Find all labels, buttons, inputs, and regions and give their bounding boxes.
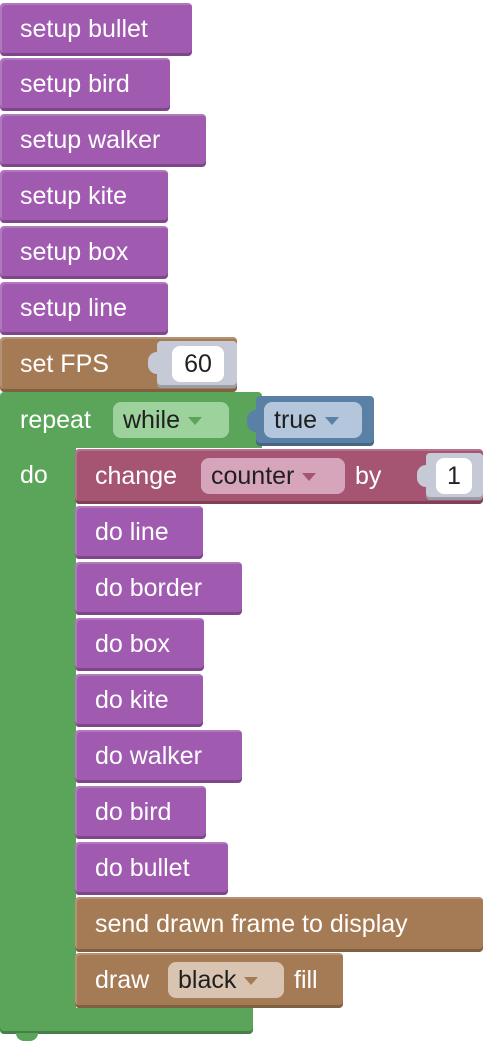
repeat-mode-dropdown[interactable]: while (113, 402, 229, 438)
chevron-down-icon (302, 473, 317, 481)
setup-kite-block[interactable]: setup kite (0, 170, 168, 223)
do-bird-block[interactable]: do bird (75, 786, 206, 839)
fps-plug (148, 352, 160, 374)
do-border-block[interactable]: do border (75, 562, 242, 615)
fps-value[interactable]: 60 (172, 346, 224, 382)
repeat-label: repeat (20, 406, 91, 434)
fill-color-dropdown[interactable]: black (168, 962, 284, 998)
block-label: setup kite (20, 182, 128, 210)
boolean-dropdown[interactable]: true (264, 402, 362, 438)
amount-plug (417, 465, 429, 487)
block-label: send drawn frame to display (95, 910, 408, 938)
block-label: setup walker (20, 126, 161, 154)
send-frame-block[interactable]: send drawn frame to display (75, 897, 483, 952)
boolean-plug (247, 410, 259, 432)
block-label: do bird (95, 798, 172, 826)
chevron-down-icon (187, 417, 202, 425)
setup-box-block[interactable]: setup box (0, 226, 168, 279)
do-walker-block[interactable]: do walker (75, 730, 242, 783)
block-label: do box (95, 630, 171, 658)
block-label: do kite (95, 686, 169, 714)
block-label: draw (95, 966, 150, 994)
do-kite-block[interactable]: do kite (75, 674, 203, 727)
do-label: do (20, 461, 48, 489)
block-label: do line (95, 518, 169, 546)
fill-label: fill (294, 966, 318, 994)
boolean-value: true (274, 405, 318, 434)
block-label: set FPS (20, 350, 109, 378)
block-label: setup bullet (20, 15, 148, 43)
do-line-block[interactable]: do line (75, 506, 203, 559)
by-label: by (355, 462, 382, 490)
block-label: do bullet (95, 854, 190, 882)
block-label: setup box (20, 238, 129, 266)
setup-walker-block[interactable]: setup walker (0, 114, 206, 167)
do-box-block[interactable]: do box (75, 618, 204, 671)
block-label: setup line (20, 294, 128, 322)
chevron-down-icon (244, 977, 259, 985)
amount-value[interactable]: 1 (436, 458, 472, 494)
do-bullet-block[interactable]: do bullet (75, 842, 228, 895)
setup-line-block[interactable]: setup line (0, 282, 168, 335)
repeat-loop-foot (0, 1008, 253, 1041)
fill-color-value: black (178, 965, 237, 994)
block-label: setup bird (20, 70, 130, 98)
setup-bird-block[interactable]: setup bird (0, 58, 170, 111)
variable-dropdown[interactable]: counter (201, 458, 345, 494)
repeat-mode-value: while (123, 405, 180, 434)
repeat-loop-arm (0, 448, 76, 1010)
variable-value: counter (211, 461, 295, 490)
setup-bullet-block[interactable]: setup bullet (0, 3, 192, 56)
block-label: do border (95, 574, 203, 602)
block-label: do walker (95, 742, 202, 770)
block-label: change (95, 462, 178, 490)
chevron-down-icon (325, 417, 340, 425)
